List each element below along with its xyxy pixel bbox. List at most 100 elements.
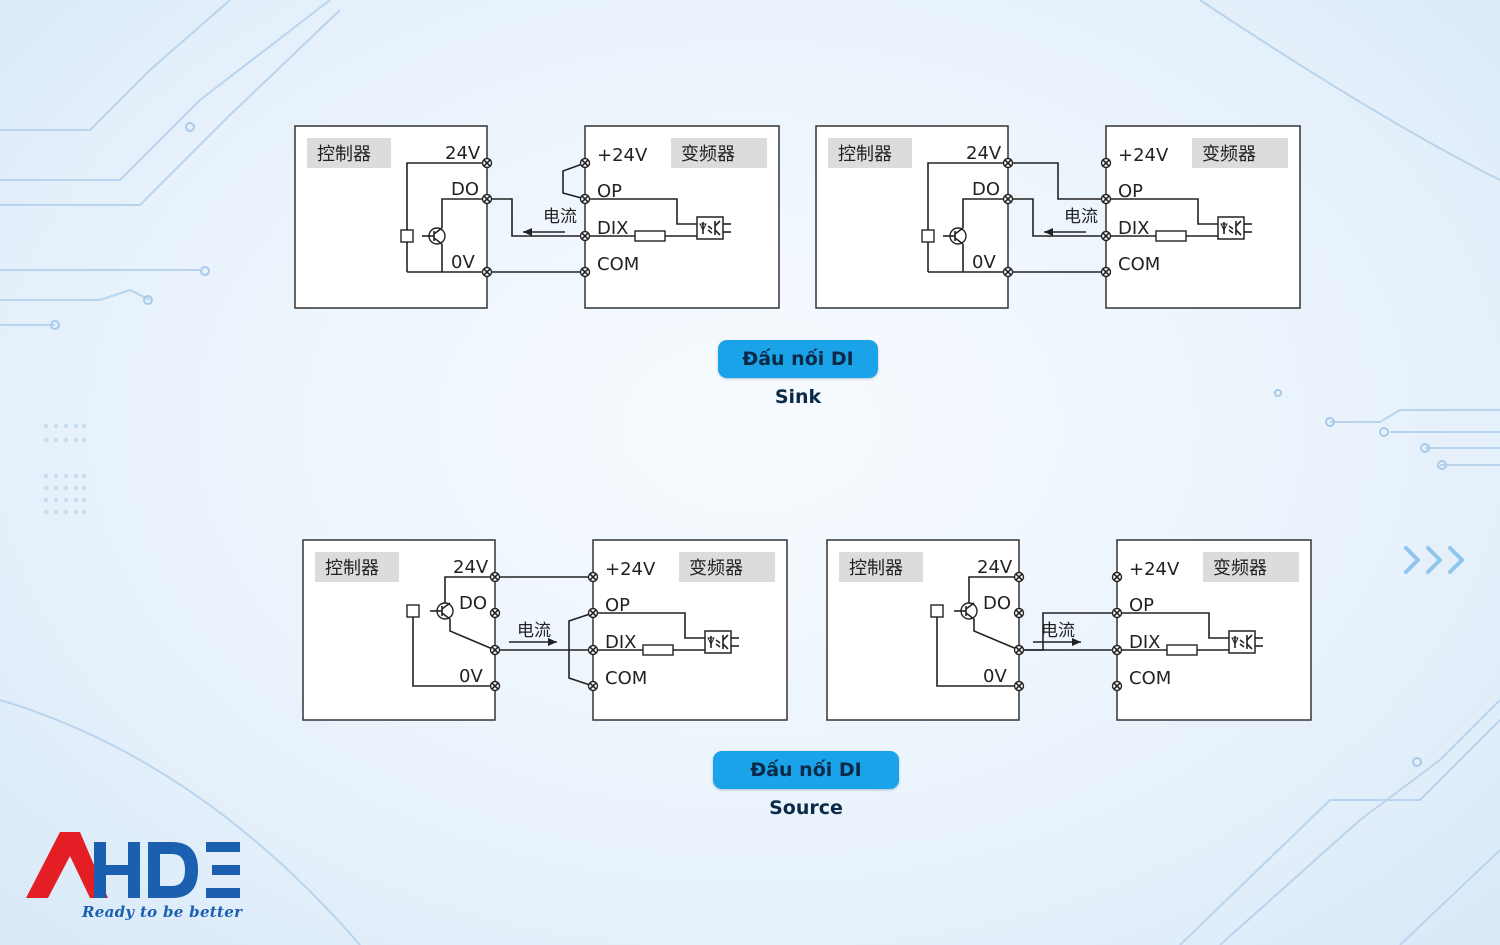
wire-collector: [441, 198, 487, 228]
terminal-label-dix: DIX: [1129, 632, 1161, 653]
terminal-cross: [1004, 268, 1012, 276]
wire-0v-internal: [936, 617, 1019, 687]
wire: [954, 227, 964, 235]
optocoupler-icon: [1217, 216, 1252, 240]
wire: [441, 612, 451, 620]
terminal-label-24v: 24V: [445, 143, 481, 164]
terminal: [579, 230, 591, 242]
wire: [433, 227, 443, 235]
terminal-cross: [1015, 682, 1023, 690]
terminal-label-com: COM: [605, 668, 647, 689]
controller-label: 控制器: [325, 558, 379, 579]
terminal-cross: [1004, 159, 1012, 167]
wire-0v-internal: [412, 617, 495, 687]
terminal: [587, 680, 599, 692]
terminal: [489, 644, 501, 656]
terminal-label-do: DO: [983, 593, 1011, 614]
terminal-label-com: COM: [1118, 254, 1160, 275]
current-arrow-head: [548, 638, 557, 646]
terminal: [481, 266, 493, 278]
terminal-label-0v: 0V: [459, 666, 483, 687]
terminal-label-do: DO: [459, 593, 487, 614]
terminal-label-0v: 0V: [451, 252, 475, 273]
terminal-cross: [1113, 609, 1121, 617]
diagram-sink-1: 控制器变频器24VDO0V+24VOPDIXCOM电流: [294, 125, 780, 309]
driver-block: [921, 229, 935, 243]
current-arrow-head: [1044, 228, 1053, 236]
resistor: [642, 644, 674, 656]
wire-op-internal: [1117, 612, 1229, 639]
diagram-source-2: 控制器变频器24VDO0V+24VOPDIXCOM电流: [826, 539, 1312, 721]
terminal-label-24v: 24V: [966, 143, 1002, 164]
controller-label: 控制器: [317, 144, 371, 165]
terminal-cross: [589, 646, 597, 654]
terminal-label-op: OP: [1118, 181, 1143, 202]
terminal: [1111, 644, 1123, 656]
terminal-label-dix: DIX: [1118, 218, 1150, 239]
wire: [722, 643, 729, 650]
terminal: [1111, 680, 1123, 692]
controller-label: 控制器: [838, 144, 892, 165]
chevron-right-icon: [1404, 546, 1464, 574]
inverter-label-bg: [671, 138, 767, 168]
terminal-label-0v: 0V: [983, 666, 1007, 687]
wire: [715, 643, 721, 648]
terminal-label-do: DO: [451, 179, 479, 200]
current-label: 电流: [517, 621, 551, 641]
inverter-label: 变频器: [689, 558, 743, 579]
terminal: [1013, 680, 1025, 692]
terminal-label-op: OP: [605, 595, 630, 616]
brand-tagline: Ready to be better: [82, 903, 243, 921]
terminal-cross: [1113, 646, 1121, 654]
terminal: [1013, 644, 1025, 656]
controller-label-bg: [839, 552, 923, 582]
wire-24v-to-op: [1008, 162, 1106, 200]
wire: [954, 237, 964, 245]
wire: [715, 639, 721, 644]
wire-collector: [962, 198, 1008, 228]
wire: [1246, 643, 1253, 650]
terminal: [579, 157, 591, 169]
terminal: [489, 680, 501, 692]
optocoupler-diode: [1220, 223, 1228, 232]
terminal-label-com: COM: [597, 254, 639, 275]
terminal: [489, 571, 501, 583]
optocoupler-diode: [1231, 637, 1239, 646]
terminal-cross: [581, 195, 589, 203]
terminal-label-plus24v: +24V: [1129, 559, 1180, 580]
wire-op-internal: [593, 612, 705, 639]
terminal-cross: [1102, 195, 1110, 203]
terminal-cross: [581, 268, 589, 276]
terminal: [1100, 193, 1112, 205]
transistor-icon: [954, 602, 978, 620]
terminal-label-com: COM: [1129, 668, 1171, 689]
terminal-cross: [1102, 232, 1110, 240]
optocoupler-diode: [699, 223, 707, 232]
transistor-icon: [422, 227, 446, 245]
terminal-cross: [1102, 159, 1110, 167]
terminal-label-plus24v: +24V: [1118, 145, 1169, 166]
wire: [1228, 225, 1234, 230]
optocoupler-icon: [704, 630, 739, 654]
driver-block: [400, 229, 414, 243]
wire-op-internal: [1106, 198, 1218, 225]
terminal-cross: [483, 159, 491, 167]
terminal-cross: [1113, 573, 1121, 581]
terminal: [1111, 607, 1123, 619]
terminal-label-24v: 24V: [453, 557, 489, 578]
wire: [1239, 639, 1245, 644]
current-label: 电流: [1064, 207, 1098, 227]
terminal: [1100, 266, 1112, 278]
wire-do-to-op: [1019, 612, 1117, 651]
wire: [707, 225, 713, 230]
terminal-cross: [491, 682, 499, 690]
terminal: [1002, 193, 1014, 205]
current-arrow-head: [523, 228, 532, 236]
wire: [965, 612, 975, 620]
terminal-cross: [1015, 573, 1023, 581]
terminal: [1111, 571, 1123, 583]
terminal-label-0v: 0V: [972, 252, 996, 273]
inverter-label-bg: [1203, 552, 1299, 582]
terminal-cross: [581, 232, 589, 240]
